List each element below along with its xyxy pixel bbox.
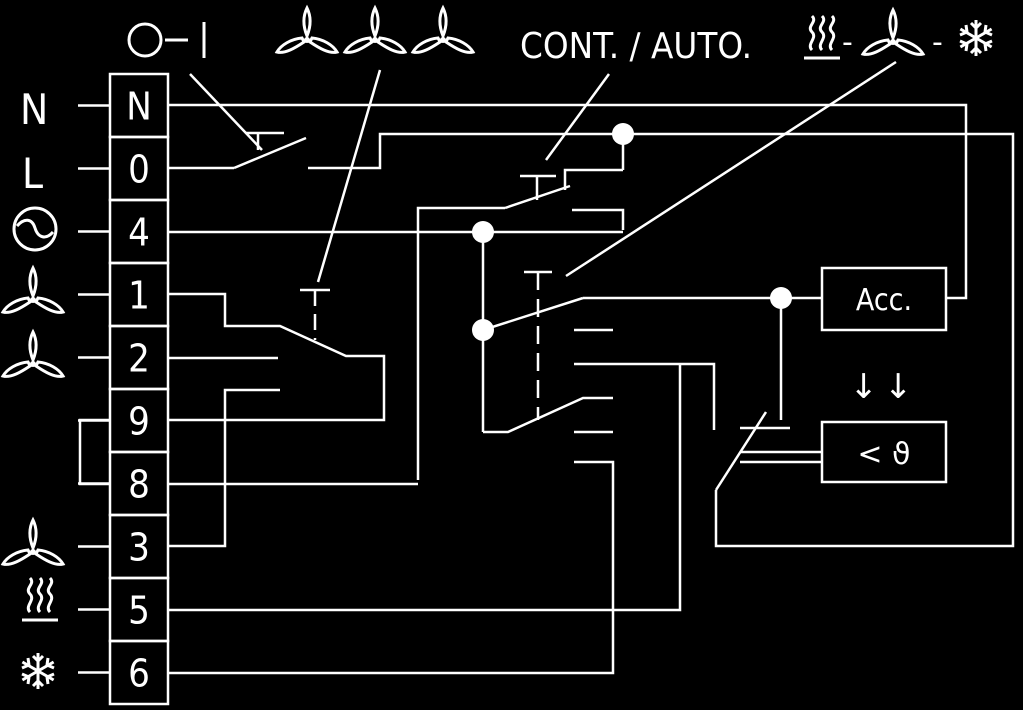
switch-contact (482, 296, 584, 332)
terminal-number: 9 (128, 400, 150, 444)
thermostat-box (820, 420, 948, 484)
fan-icon (1, 330, 65, 378)
power-switch-label (127, 22, 206, 58)
heat-wire (168, 364, 682, 612)
leader-line (189, 73, 263, 151)
arrows-label: ↓↓ (850, 367, 919, 407)
live-wire (308, 132, 1015, 548)
bridge-9-8 (78, 418, 110, 486)
terminal-number: N (126, 85, 152, 129)
wire (563, 168, 623, 190)
terminal-number: 3 (128, 526, 150, 570)
terminal-block: N 0 4 1 2 9 8 3 5 6 (78, 72, 170, 706)
fan-icon (411, 6, 475, 54)
power-switch-text: O–I (160, 47, 162, 49)
fan-icon (343, 6, 407, 54)
motor-icon (12, 206, 58, 252)
mode-separator: - (932, 25, 943, 60)
fan-icon (1, 266, 65, 314)
fan-icon (1, 518, 65, 566)
wire (572, 208, 625, 230)
accessory-box (820, 266, 948, 332)
fan-icon (275, 6, 339, 54)
terminal-number: 6 (128, 652, 150, 696)
fan-wire (168, 388, 280, 548)
wire (574, 362, 716, 430)
mode-separator: - (842, 25, 853, 60)
left-legend: N L (1, 85, 65, 691)
neutral-wire (168, 103, 968, 300)
leader-line (316, 69, 382, 283)
terminal-number: 0 (128, 148, 150, 192)
wiring (78, 60, 1015, 675)
switch-contact (233, 136, 307, 170)
terminal-number: 8 (128, 463, 150, 507)
switch-contact (483, 396, 613, 434)
heat-icon (802, 14, 842, 60)
leader-line (565, 60, 897, 278)
leader-line (544, 73, 611, 161)
thermostat-label: < ϑ (857, 437, 910, 472)
terminal-left-label: N (20, 85, 48, 134)
terminal-number: 2 (128, 337, 150, 381)
snowflake-icon (958, 18, 994, 58)
fan-icon (861, 8, 925, 56)
terminal-left-label: L (22, 149, 43, 198)
wire (416, 206, 505, 480)
terminal-number: 5 (128, 589, 150, 633)
fan-wire (168, 292, 386, 422)
accessory-label: Acc. (856, 283, 912, 318)
terminal-number: 4 (128, 211, 150, 255)
fan-speed-header-icons (275, 6, 475, 54)
snowflake-icon (20, 651, 56, 691)
cont-auto-label: CONT. / AUTO. (520, 26, 752, 67)
cool-wire (168, 460, 615, 675)
terminal-number: 1 (128, 274, 150, 318)
heat-icon (20, 576, 60, 622)
